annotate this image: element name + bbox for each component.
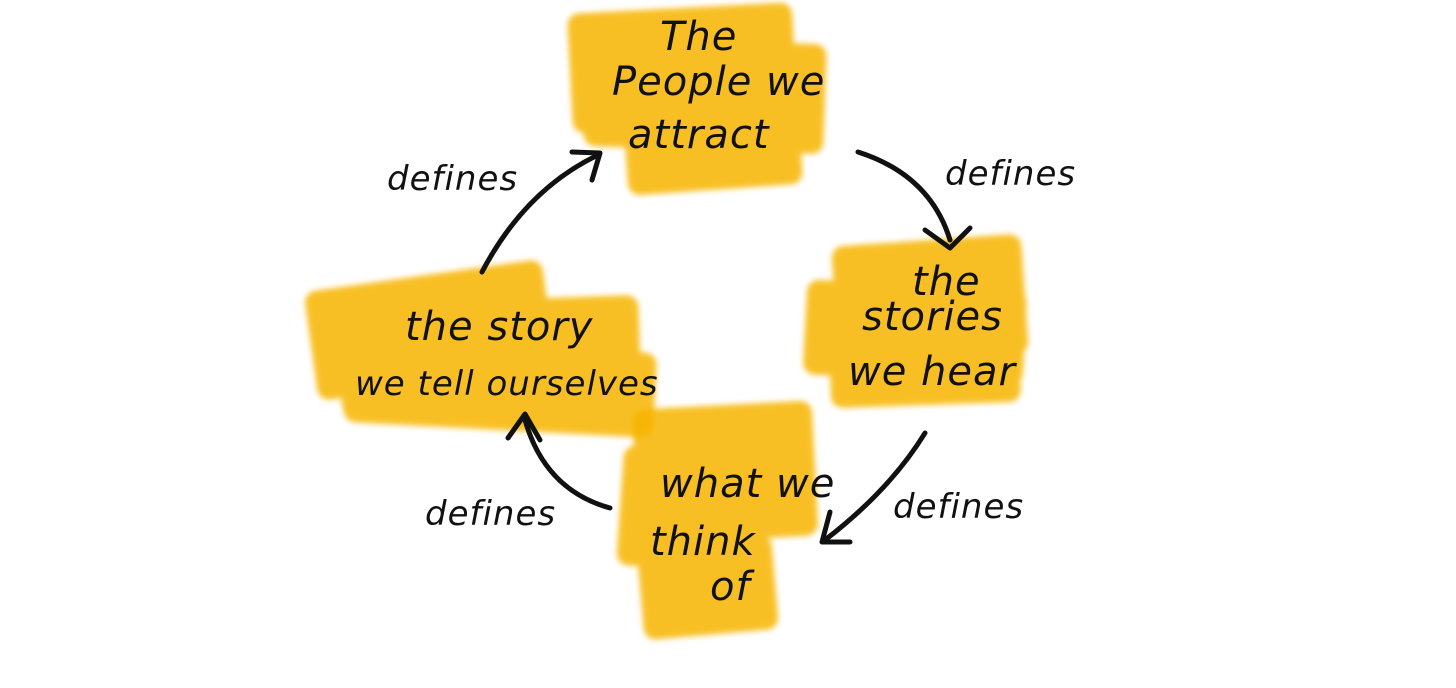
edge-think-to-story: defines [425, 411, 613, 534]
node-stories-line-1: the [912, 259, 981, 305]
edge-label-think-to-story: defines [425, 494, 556, 534]
edge-label-story-to-people: defines [387, 159, 518, 199]
node-story-line-1: the story [405, 304, 594, 350]
node-think-line-3: of [710, 564, 755, 610]
edge-label-stories-to-think: defines [893, 487, 1024, 527]
edge-people-to-stories: defines [855, 149, 1076, 251]
node-the-stories-we-hear: the stories we hear [803, 234, 1029, 408]
node-the-story-we-tell-ourselves: the story we tell ourselves [305, 260, 659, 438]
node-story-line-2: we tell ourselves [355, 364, 659, 404]
highlight-think [616, 400, 818, 640]
arrow-stories-to-think [822, 430, 928, 543]
highlight-people [567, 2, 827, 195]
highlight-story [305, 260, 657, 438]
node-stories-line-3: we hear [848, 349, 1018, 395]
arrowhead-think-to-story [505, 411, 543, 443]
edge-label-people-to-stories: defines [945, 154, 1076, 194]
node-people-line-2: People we [612, 59, 825, 105]
arrowhead-stories-to-think [819, 509, 853, 545]
arrow-think-to-story [522, 417, 613, 511]
node-stories-line-2: stories [862, 294, 1003, 340]
node-think-line-2: think [650, 519, 757, 565]
arrow-people-to-stories [855, 149, 953, 243]
node-think-line-1: what we [660, 461, 835, 507]
highlight-stories [803, 234, 1029, 408]
node-people-line-1: The [660, 14, 737, 60]
arrowhead-people-to-stories [922, 225, 973, 251]
node-people-line-3: attract [628, 112, 770, 158]
edge-stories-to-think: defines [819, 430, 1024, 545]
arrowhead-story-to-people [569, 149, 603, 183]
node-people-we-attract: The People we attract [567, 2, 827, 195]
arrow-story-to-people [479, 152, 601, 275]
edge-story-to-people: defines [387, 149, 603, 275]
node-what-we-think-of: what we think of [616, 400, 835, 640]
